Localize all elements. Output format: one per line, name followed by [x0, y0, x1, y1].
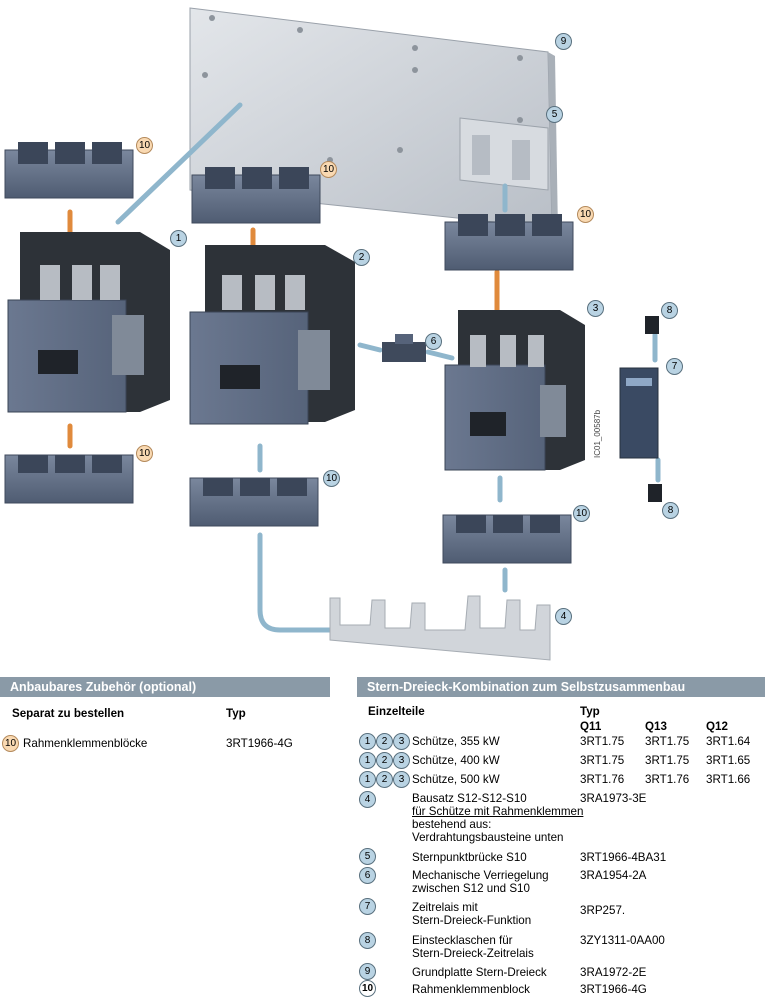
callout-10: 10: [320, 161, 337, 178]
item-type: 3RA1954-2A: [580, 869, 647, 882]
item-label: zwischen S12 und S10: [412, 882, 530, 895]
callout-10: 10: [323, 470, 340, 487]
item-label: für Schütze mit Rahmenklemmen: [412, 805, 584, 818]
image-code: IC01_00587b: [593, 409, 602, 458]
item-num: 2: [376, 733, 393, 750]
item-num: 10: [2, 735, 19, 752]
callout-3: 3: [587, 300, 604, 317]
callout-8: 8: [661, 302, 678, 319]
col-separately-ordered: Separat zu bestellen: [12, 707, 125, 720]
callout-2: 2: [353, 249, 370, 266]
type-q13: 3RT1.76: [645, 773, 690, 786]
item-label: Zeitrelais mit: [412, 901, 478, 914]
item-num: 1: [359, 733, 376, 750]
item-num: 10: [359, 980, 376, 997]
item-label: Schütze, 500 kW: [412, 773, 500, 786]
item-num: 9: [359, 963, 376, 980]
item-type: 3ZY1311-0AA00: [580, 934, 665, 947]
callout-9: 9: [555, 33, 572, 50]
item-label: Mechanische Verriegelung: [412, 869, 549, 882]
contactor-q12: [444, 310, 585, 471]
col-type: Typ: [580, 705, 600, 718]
item-label: Rahmenklemmenblock: [412, 983, 530, 996]
item-num: 1: [359, 771, 376, 788]
wiring-module: [329, 595, 551, 661]
frame-terminal-block: [442, 514, 572, 564]
item-num: 3: [393, 733, 410, 750]
item-num: 7: [359, 898, 376, 915]
assembly-diagram: IC01_00587b: [4, 7, 662, 661]
col-q11: Q11: [580, 720, 602, 733]
callout-8: 8: [662, 502, 679, 519]
item-label: Grundplatte Stern-Dreieck: [412, 966, 547, 979]
item-label: Stern-Dreieck-Zeitrelais: [412, 947, 534, 960]
item-label: Bausatz S12-S12-S10: [412, 792, 527, 805]
item-label: bestehend aus:: [412, 818, 492, 831]
item-num: 6: [359, 867, 376, 884]
callout-7: 7: [666, 358, 683, 375]
plug-in-clip: [648, 484, 662, 502]
item-type: 3RT1966-4BA31: [580, 851, 667, 864]
plug-in-clip: [645, 316, 659, 334]
item-num: 3: [393, 752, 410, 769]
callout-4: 4: [555, 608, 572, 625]
type-q12: 3RT1.65: [706, 754, 751, 767]
item-label: Stern-Dreieck-Funktion: [412, 914, 532, 927]
timing-relay: [619, 367, 659, 459]
item-label: Rahmenklemmenblöcke: [23, 737, 148, 750]
item-num: 5: [359, 848, 376, 865]
callout-5: 5: [546, 106, 563, 123]
item-label: Verdrahtungsbausteine unten: [412, 831, 564, 844]
item-num: 4: [359, 791, 376, 808]
frame-terminal-block: [444, 214, 574, 271]
item-label: Sternpunktbrücke S10: [412, 851, 527, 864]
type-q11: 3RT1.75: [580, 754, 625, 767]
callout-6: 6: [425, 333, 442, 350]
item-type: 3RT1966-4G: [580, 983, 647, 996]
type-q13: 3RT1.75: [645, 754, 690, 767]
type-q11: 3RT1.76: [580, 773, 625, 786]
type-q11: 3RT1.75: [580, 735, 625, 748]
mechanical-interlock: [382, 334, 426, 362]
callout-10: 10: [136, 445, 153, 462]
item-label: Einstecklaschen für: [412, 934, 513, 947]
callout-1: 1: [170, 230, 187, 247]
type-q13: 3RT1.75: [645, 735, 690, 748]
callout-10: 10: [577, 206, 594, 223]
item-num: 8: [359, 932, 376, 949]
item-type: 3RP257.: [580, 904, 626, 917]
item-num: 2: [376, 771, 393, 788]
accessories-header: Anbaubares Zubehör (optional): [0, 677, 330, 697]
item-num: 2: [376, 752, 393, 769]
contactor-q11: [7, 232, 170, 413]
col-q12: Q12: [706, 720, 728, 733]
item-label: Schütze, 355 kW: [412, 735, 500, 748]
frame-terminal-block: [189, 477, 319, 527]
item-type: 3RA1973-3E: [580, 792, 647, 805]
type-q12: 3RT1.64: [706, 735, 751, 748]
callout-10: 10: [573, 505, 590, 522]
star-point-bridge: [459, 117, 549, 191]
contactor-q13: [189, 245, 355, 425]
frame-terminal-block: [4, 142, 134, 199]
callout-10: 10: [136, 137, 153, 154]
type-q12: 3RT1.66: [706, 773, 751, 786]
item-type: 3RA1972-2E: [580, 966, 647, 979]
frame-terminal-block: [4, 454, 134, 504]
item-label: Schütze, 400 kW: [412, 754, 500, 767]
col-parts: Einzelteile: [368, 705, 425, 718]
col-q13: Q13: [645, 720, 667, 733]
frame-terminal-block: [191, 167, 321, 224]
star-delta-header: Stern-Dreieck-Kombination zum Selbstzusa…: [357, 677, 765, 697]
item-type: 3RT1966-4G: [226, 737, 293, 750]
item-num: 1: [359, 752, 376, 769]
col-type: Typ: [226, 707, 246, 720]
item-num: 3: [393, 771, 410, 788]
